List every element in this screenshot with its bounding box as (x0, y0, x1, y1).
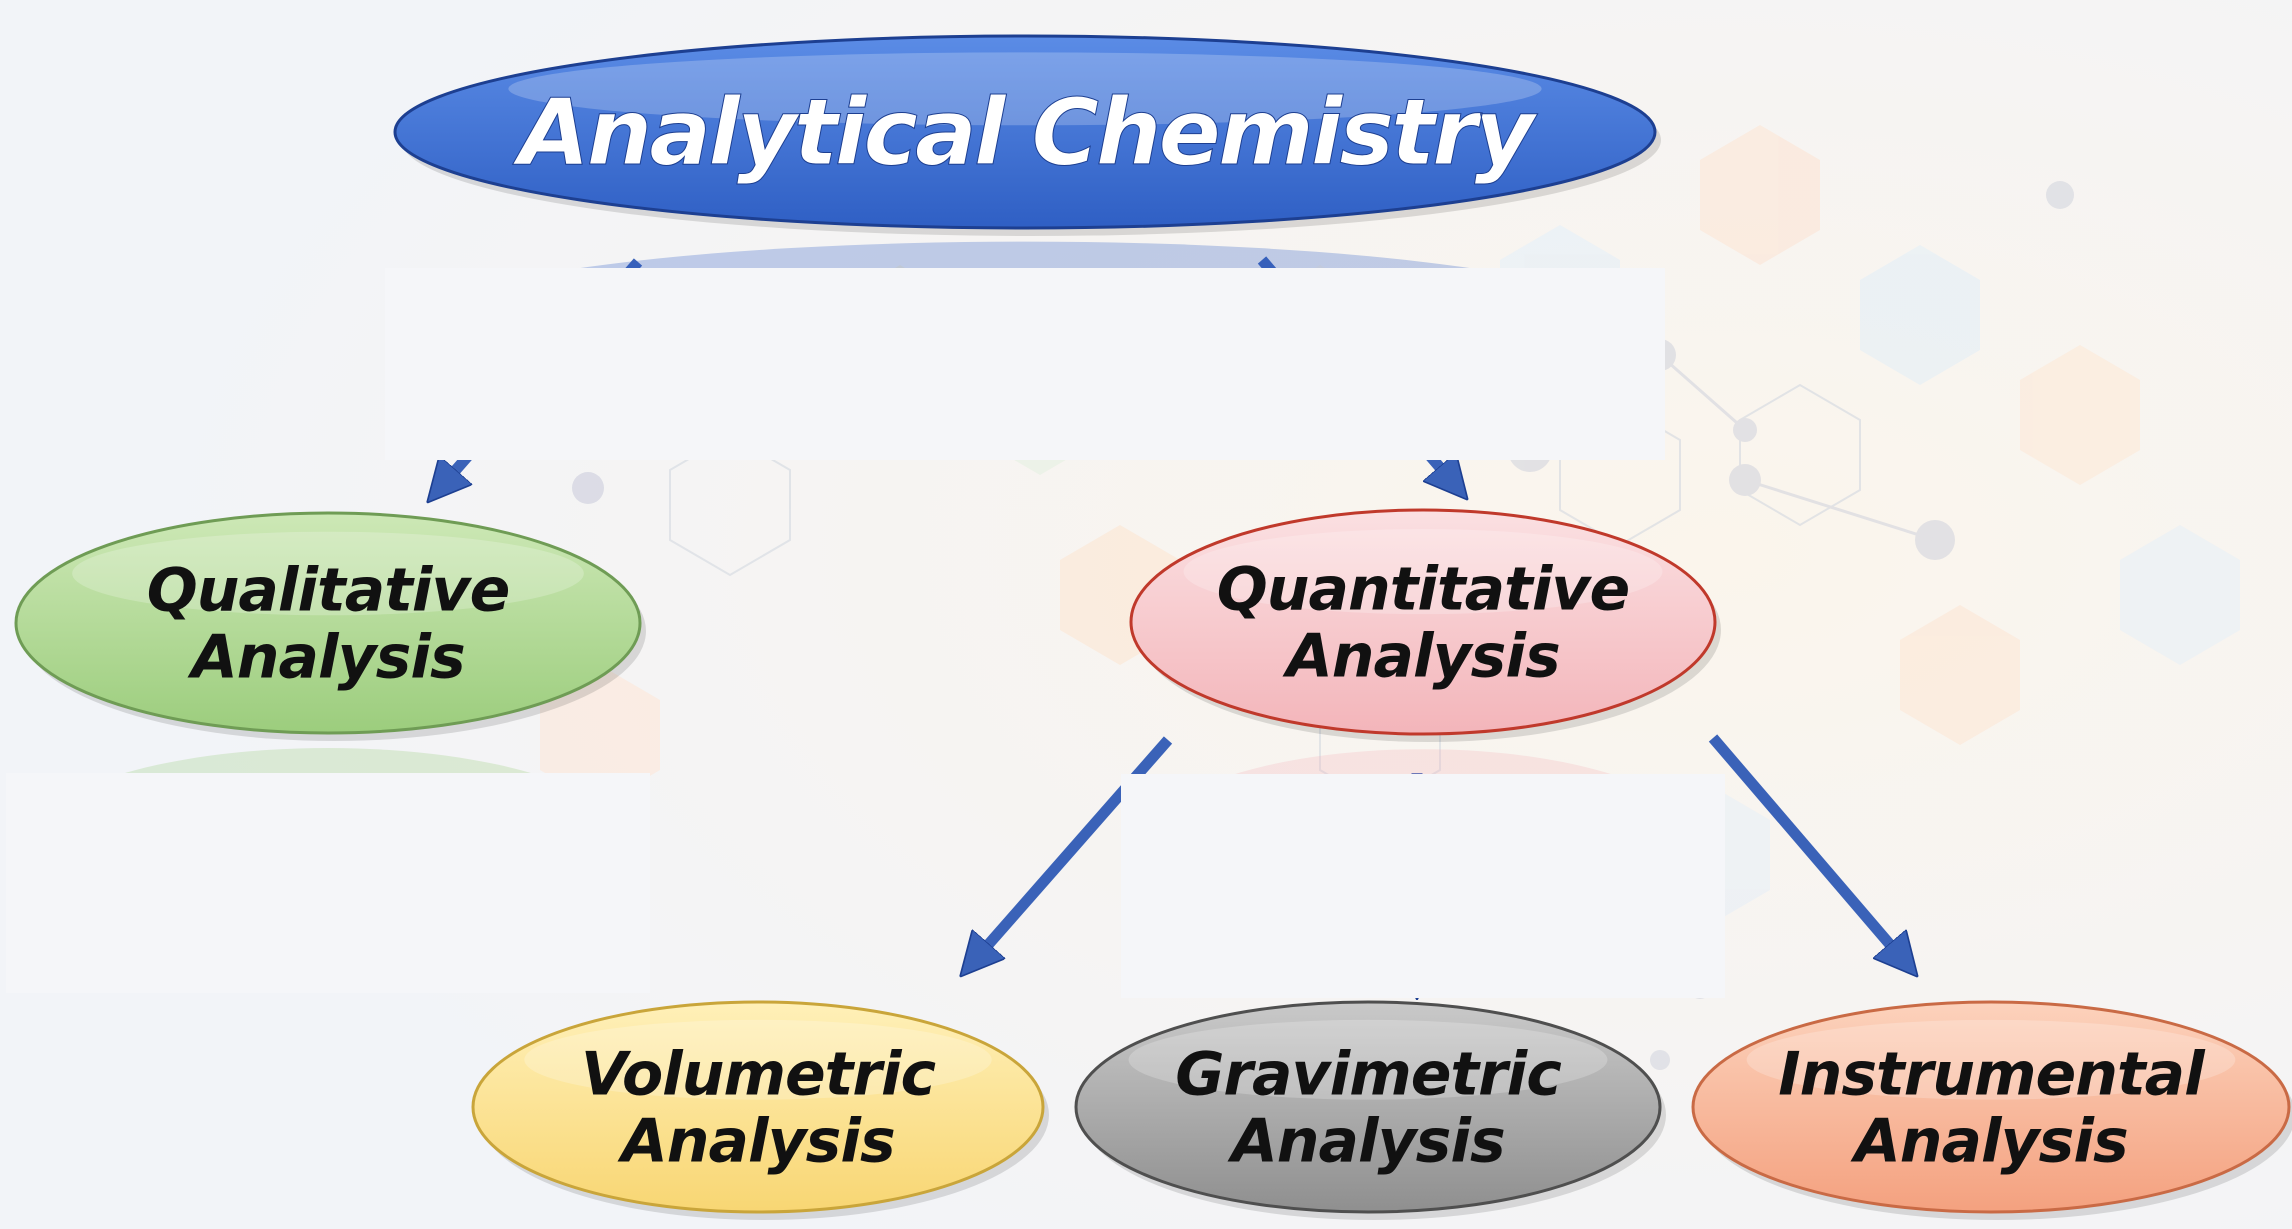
bg-hexagon (2020, 345, 2140, 485)
nodes-layer: Analytical ChemistryQualitativeAnalysisQ… (6, 34, 2292, 1220)
node-highlight (1746, 1019, 2236, 1100)
reflection-mask (385, 268, 1665, 460)
node-label-quantitative-line1: Quantitative (1217, 554, 1629, 624)
node-label-root-line1: Analytical Chemistry (513, 79, 1539, 186)
bg-atom (1650, 1050, 1670, 1070)
node-label-qualitative-line2: Analysis (187, 623, 464, 693)
node-shape (1074, 1000, 1662, 1214)
node-label-instrumental-line1: Instrumental (1778, 1039, 2206, 1109)
node-label-volumetric-line2: Analysis (617, 1107, 894, 1177)
bg-bond (1744, 478, 1936, 542)
reflection-mask (1121, 774, 1725, 998)
node-shape (471, 1000, 1045, 1214)
bg-hexagon (1900, 605, 2020, 745)
reflection-mask (6, 773, 650, 993)
node-highlight (508, 52, 1542, 126)
bg-hexagon (2120, 525, 2240, 665)
node-label-quantitative-line2: Analysis (1282, 622, 1559, 692)
node-highlight (1128, 1019, 1608, 1100)
node-highlight (524, 1019, 992, 1100)
bg-hexagon (1860, 245, 1980, 385)
bg-bond (1659, 353, 1746, 432)
node-highlight (72, 531, 584, 616)
node-root: Analytical Chemistry (385, 34, 1665, 460)
bg-hexagon (540, 665, 660, 805)
node-label-gravimetric-line1: Gravimetric (1175, 1039, 1561, 1109)
node-highlight (1183, 529, 1663, 615)
bg-atom (2046, 181, 2074, 209)
node-shape (393, 34, 1657, 230)
node-label-volumetric-line1: Volumetric (581, 1039, 936, 1109)
bg-atom (572, 472, 604, 504)
node-shape (1129, 508, 1717, 736)
node-shape (1691, 1000, 2291, 1214)
node-shape (14, 511, 642, 735)
node-label-qualitative-line1: Qualitative (147, 555, 510, 625)
arrow-quantitative-to-instrumental (1708, 734, 1905, 962)
node-label-gravimetric-line2: Analysis (1227, 1107, 1504, 1177)
node-label-instrumental-line2: Analysis (1850, 1107, 2127, 1177)
bg-hexagon (1700, 125, 1820, 265)
